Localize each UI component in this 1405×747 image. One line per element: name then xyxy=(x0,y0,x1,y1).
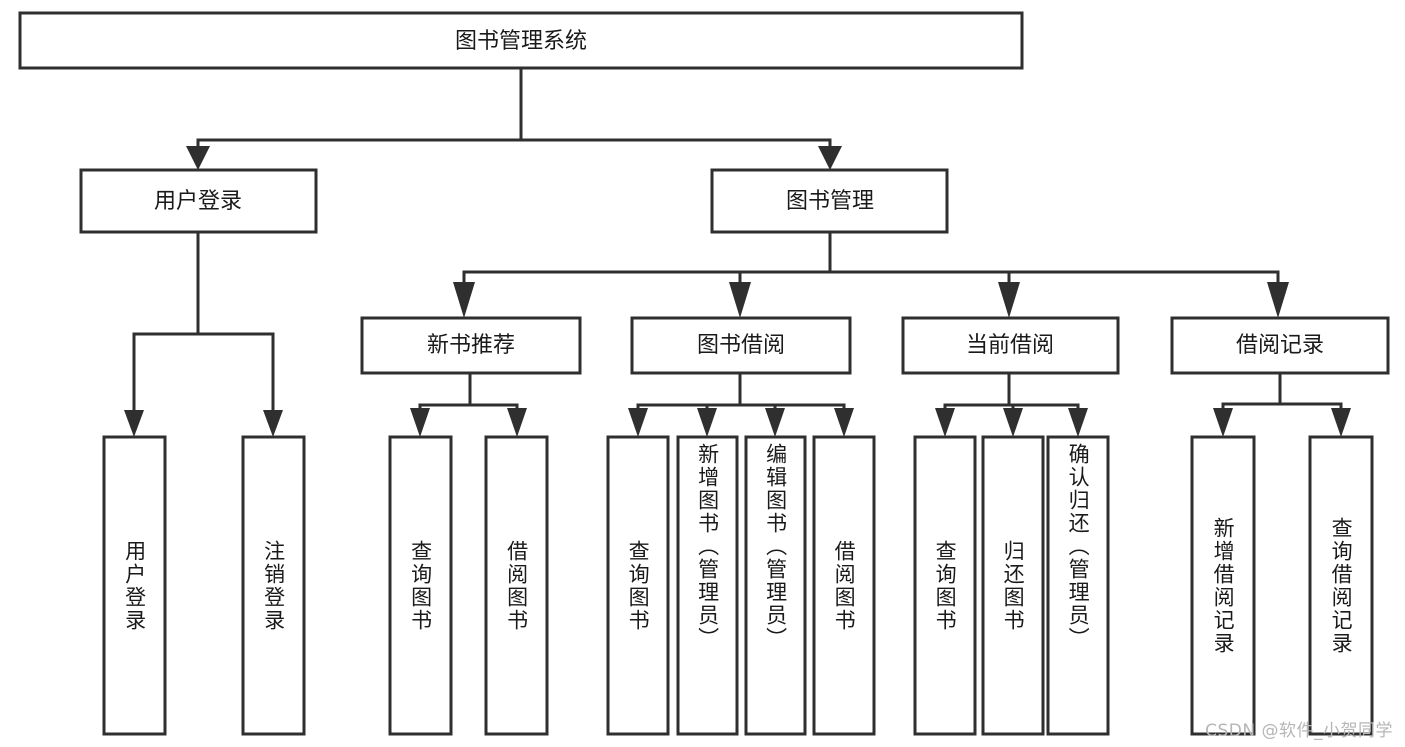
node-leaf-add-book-box[interactable] xyxy=(676,435,739,736)
arrow-head-book-borrow xyxy=(729,282,751,318)
arrow-head-book-mgmt xyxy=(818,146,842,170)
node-leaf-edit-book-box[interactable] xyxy=(744,435,807,736)
arrow-head-leaf-query-book-new xyxy=(410,408,430,437)
arrow-head-borrow-record xyxy=(1267,282,1289,318)
node-root-box[interactable] xyxy=(18,11,1024,70)
node-user-login-label: 用户登录 xyxy=(154,189,242,214)
connector-layer xyxy=(124,66,1351,437)
node-borrow-record-box[interactable] xyxy=(1170,316,1390,375)
arrow-head-leaf-confirm-return xyxy=(1068,408,1088,437)
arrow-head-leaf-edit-book xyxy=(765,408,785,437)
node-book-borrow-label: 图书借阅 xyxy=(697,333,785,358)
node-user-login-box[interactable] xyxy=(79,168,318,234)
node-leaf-borrow-book-box[interactable] xyxy=(812,435,876,736)
node-current-borrow-label: 当前借阅 xyxy=(966,333,1054,358)
node-leaf-logout-box[interactable] xyxy=(241,435,306,736)
node-book-management-box[interactable] xyxy=(710,168,949,234)
node-leaf-add-borrow-record-box[interactable] xyxy=(1190,435,1256,736)
arrow-head-leaf-query-borrow-record xyxy=(1331,408,1351,437)
node-leaf-return-book-box[interactable] xyxy=(981,435,1045,736)
node-book-borrow-box[interactable] xyxy=(630,316,852,375)
node-root-label: 图书管理系统 xyxy=(455,29,587,54)
arrow-head-leaf-add-book xyxy=(697,408,717,437)
arrow-head-leaf-user-login xyxy=(124,410,144,437)
node-leaf-borrow-book-new-box[interactable] xyxy=(484,435,549,736)
node-current-borrow-box[interactable] xyxy=(901,316,1120,375)
node-layer: 图书管理系统 用户登录 图书管理 新书推荐 图书借阅 当前借阅 借阅记录 xyxy=(18,11,1390,736)
node-borrow-record-label: 借阅记录 xyxy=(1236,333,1324,358)
arrow-head-leaf-borrow-book-new xyxy=(507,408,527,437)
node-leaf-query-book-new-box[interactable] xyxy=(388,435,453,736)
node-new-book-recommend-label: 新书推荐 xyxy=(427,333,515,358)
node-leaf-query-book-current-box[interactable] xyxy=(913,435,977,736)
arrow-head-leaf-query-book-current xyxy=(935,408,955,437)
arrow-head-leaf-return-book xyxy=(1003,408,1023,437)
node-leaf-confirm-return-box[interactable] xyxy=(1046,435,1110,736)
node-leaf-query-borrow-record-box[interactable] xyxy=(1308,435,1374,736)
arrow-head-new-book-recommend xyxy=(453,282,475,318)
arrow-head-leaf-add-borrow-record xyxy=(1213,408,1233,437)
arrow-head-leaf-logout xyxy=(263,410,283,437)
node-leaf-user-login-box[interactable] xyxy=(102,435,167,736)
arrow-head-leaf-query-book-borrow xyxy=(628,408,648,437)
arrow-head-user-login xyxy=(186,146,210,170)
node-new-book-recommend-box[interactable] xyxy=(360,316,582,375)
node-book-management-label: 图书管理 xyxy=(786,189,874,214)
csdn-watermark: CSDN @软件_小贺同学 xyxy=(1205,721,1393,741)
arrow-head-current-borrow xyxy=(998,282,1020,318)
node-leaf-query-book-borrow-box[interactable] xyxy=(606,435,670,736)
arrow-head-leaf-borrow-book xyxy=(834,408,854,437)
